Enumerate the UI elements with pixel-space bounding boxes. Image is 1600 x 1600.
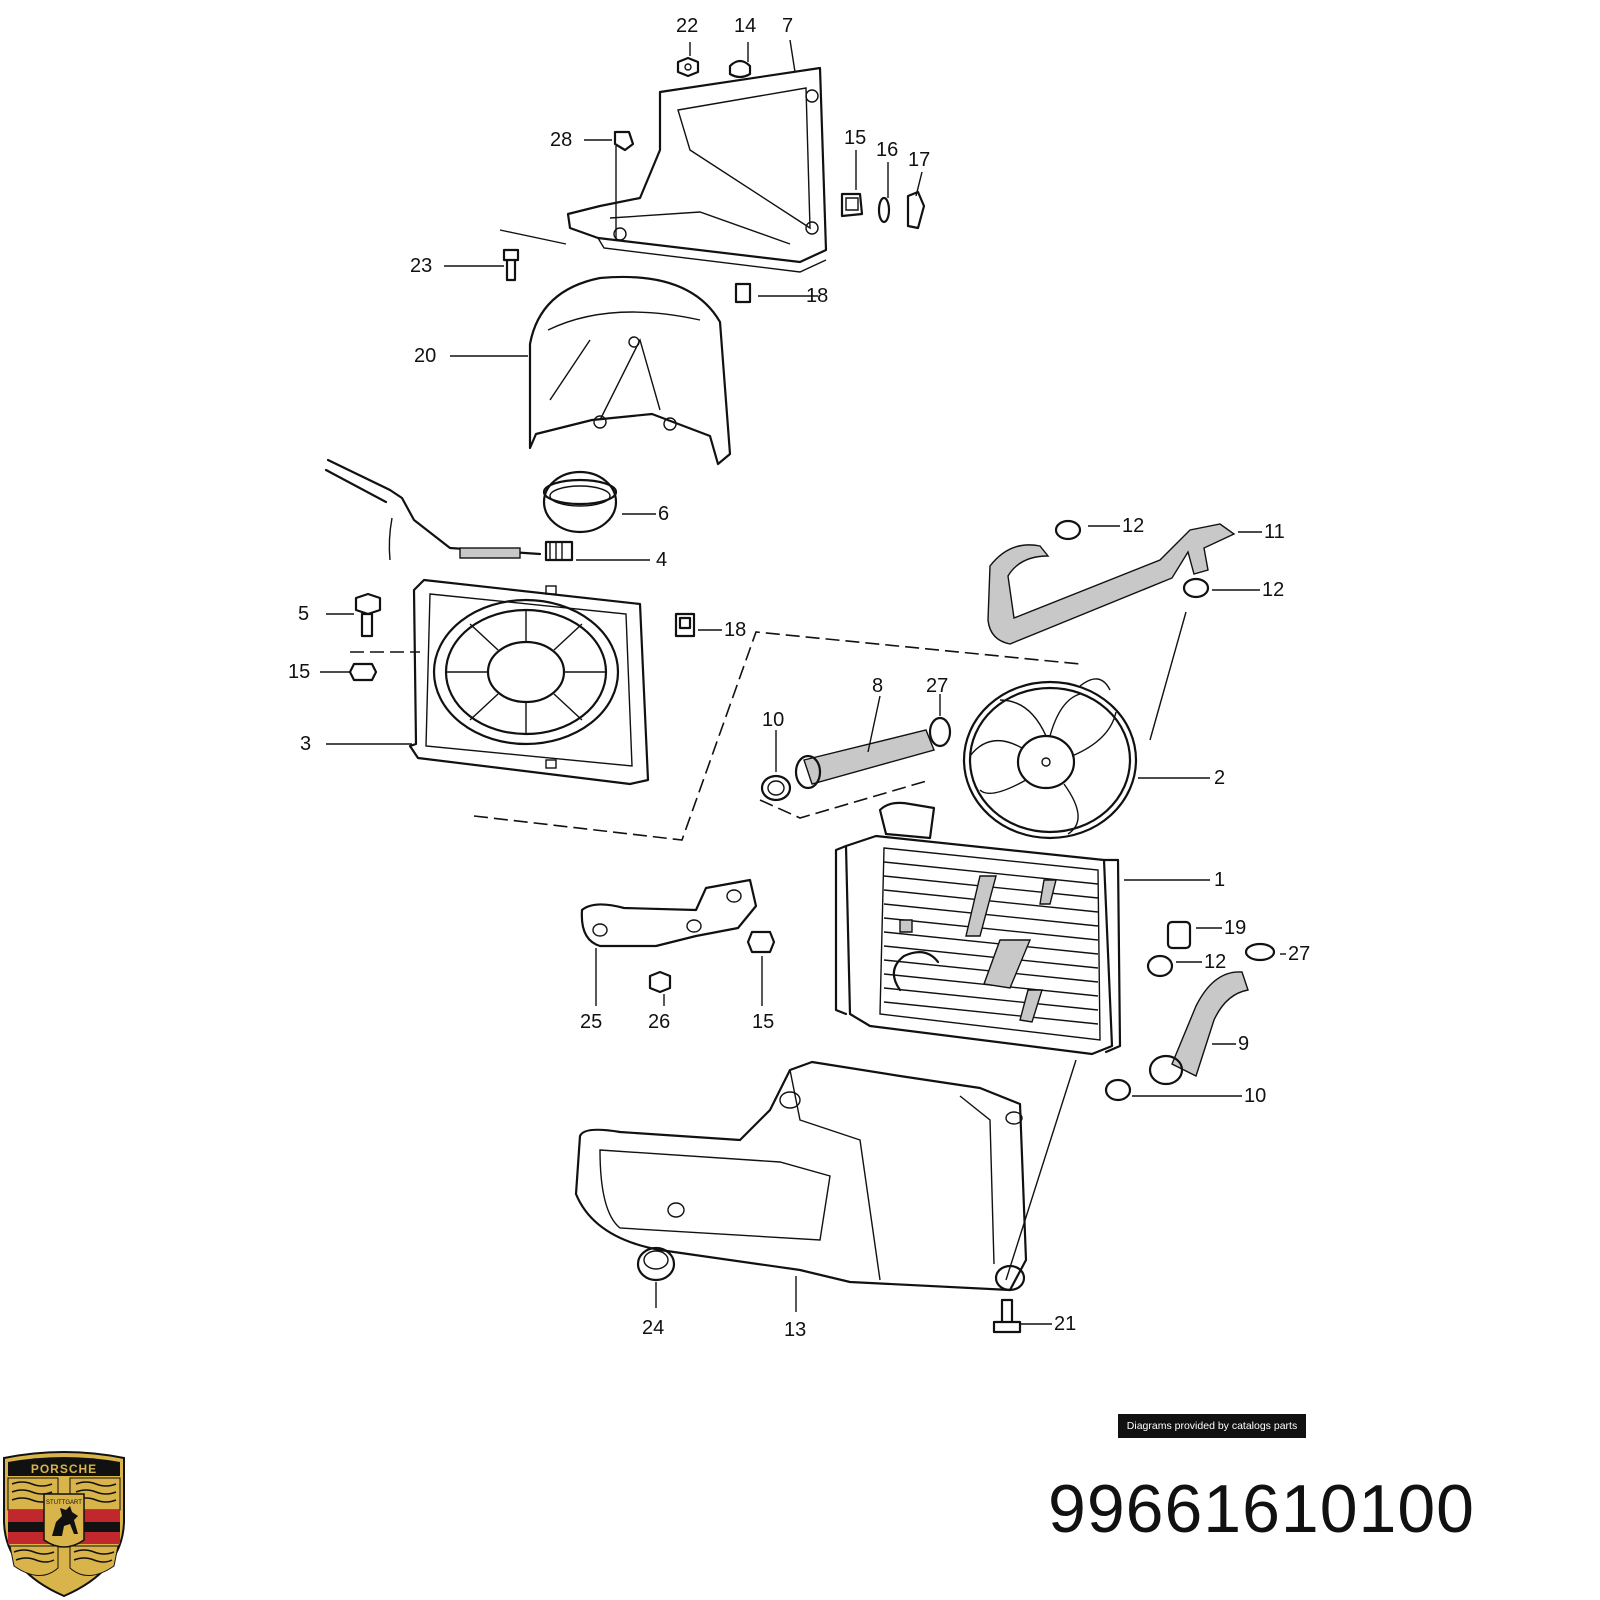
callout-label: 28 bbox=[550, 129, 572, 151]
part-clamp-12c bbox=[1146, 954, 1174, 978]
callout-label: 14 bbox=[734, 15, 756, 37]
crest-brand-text: PORSCHE bbox=[31, 1462, 97, 1476]
part-clip-18b bbox=[674, 612, 696, 638]
assembly-line-c bbox=[759, 779, 931, 819]
callout-label: 3 bbox=[300, 733, 311, 755]
callout-label: 25 bbox=[580, 1011, 602, 1033]
part-clip-14 bbox=[728, 59, 752, 79]
crest-city-text: STUTTGART bbox=[46, 1500, 82, 1506]
callout-labels: 22 14 7 28 15 16 17 23 18 20 6 4 12 11 1… bbox=[288, 15, 1310, 1341]
part-duct-13 bbox=[574, 1060, 1028, 1292]
callout-label: 4 bbox=[656, 549, 667, 571]
callout-label: 20 bbox=[414, 345, 436, 367]
part-clamp-10b bbox=[1104, 1078, 1132, 1102]
part-clip-28 bbox=[613, 130, 635, 152]
assembly-line-a bbox=[473, 631, 1081, 841]
part-number: 99661610100 bbox=[1048, 1471, 1476, 1547]
callout-label: 27 bbox=[926, 675, 948, 697]
part-shroud-20 bbox=[528, 275, 732, 466]
part-sensor-lead-4 bbox=[324, 458, 574, 562]
part-bolt-5 bbox=[354, 592, 382, 638]
callout-label: 11 bbox=[1264, 521, 1285, 543]
part-washer-16 bbox=[877, 196, 891, 224]
callout-label: 15 bbox=[752, 1011, 774, 1033]
part-grommet-15a bbox=[840, 192, 864, 218]
callout-label: 9 bbox=[1238, 1033, 1249, 1055]
part-clamp-12b bbox=[1182, 577, 1210, 599]
part-clamp-10a bbox=[760, 774, 792, 802]
porsche-crest-logo: PORSCHE STUTTGART bbox=[3, 1451, 125, 1598]
part-clamp-12a bbox=[1054, 519, 1082, 541]
part-clip-18a bbox=[734, 282, 752, 304]
diagram-credit: Diagrams provided by catalogs parts bbox=[1118, 1414, 1306, 1438]
part-bolt-23 bbox=[502, 248, 520, 282]
callout-label: 17 bbox=[908, 149, 930, 171]
callout-label: 12 bbox=[1204, 951, 1226, 973]
part-hose-8 bbox=[794, 729, 935, 790]
callout-label: 16 bbox=[876, 139, 898, 161]
part-grommet-24 bbox=[636, 1246, 676, 1282]
callout-label: 18 bbox=[724, 619, 746, 641]
part-grommet-15c bbox=[746, 930, 776, 954]
callout-label: 12 bbox=[1122, 515, 1144, 537]
callout-label: 2 bbox=[1214, 767, 1225, 789]
callout-label: 18 bbox=[806, 285, 828, 307]
callout-label: 15 bbox=[288, 661, 310, 683]
part-fan-housing-3 bbox=[408, 578, 650, 786]
callout-label: 19 bbox=[1224, 917, 1246, 939]
leader-lines bbox=[320, 39, 1286, 1325]
callout-label: 23 bbox=[410, 255, 432, 277]
callout-label: 13 bbox=[784, 1319, 806, 1341]
callout-label: 10 bbox=[1244, 1085, 1266, 1107]
part-bracket-upper bbox=[566, 66, 828, 273]
part-ring-6 bbox=[542, 470, 618, 534]
callout-label: 12 bbox=[1262, 579, 1284, 601]
part-hose-11 bbox=[987, 523, 1236, 645]
part-hose-9 bbox=[1148, 971, 1249, 1086]
callout-label: 8 bbox=[872, 675, 883, 697]
callout-label: 7 bbox=[782, 15, 793, 37]
part-clamp-27b bbox=[1244, 942, 1276, 962]
part-nut-22 bbox=[676, 56, 700, 78]
part-hose-19 bbox=[1166, 920, 1192, 950]
part-clip-17 bbox=[906, 190, 926, 230]
part-bolt-21 bbox=[992, 1298, 1022, 1334]
part-grommet-15b bbox=[348, 662, 378, 682]
callout-label: 22 bbox=[676, 15, 698, 37]
part-fan-2 bbox=[962, 678, 1138, 840]
part-radiator-1 bbox=[834, 801, 1122, 1056]
part-clamp-27a bbox=[928, 716, 952, 748]
callout-label: 27 bbox=[1288, 943, 1310, 965]
part-bracket-25 bbox=[580, 878, 758, 948]
callout-label: 10 bbox=[762, 709, 784, 731]
part-nut-26 bbox=[648, 970, 672, 994]
callout-label: 24 bbox=[642, 1317, 664, 1339]
callout-label: 21 bbox=[1054, 1313, 1076, 1335]
callout-label: 5 bbox=[298, 603, 309, 625]
callout-label: 15 bbox=[844, 127, 866, 149]
callout-label: 6 bbox=[658, 503, 669, 525]
callout-label: 1 bbox=[1214, 869, 1225, 891]
callout-label: 26 bbox=[648, 1011, 670, 1033]
